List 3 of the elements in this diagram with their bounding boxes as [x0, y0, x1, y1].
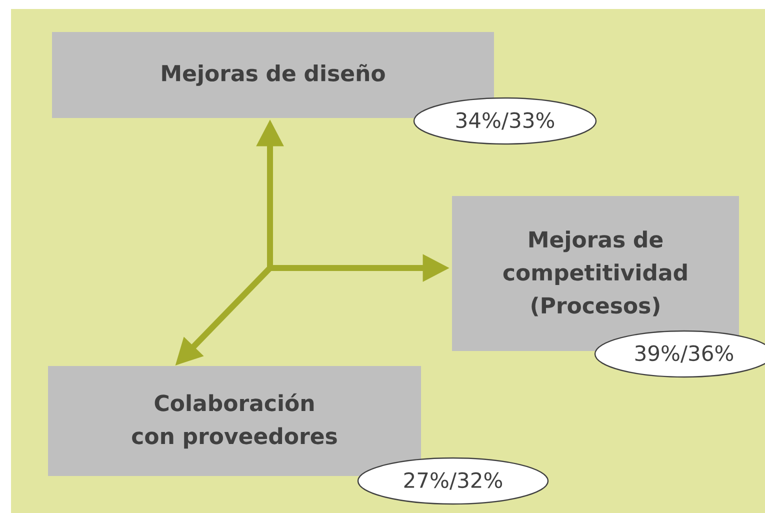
percentage-oval: 27%/32%: [357, 457, 549, 505]
percentage-oval: 34%/33%: [413, 97, 597, 145]
percentage-oval: 39%/36%: [594, 330, 765, 378]
